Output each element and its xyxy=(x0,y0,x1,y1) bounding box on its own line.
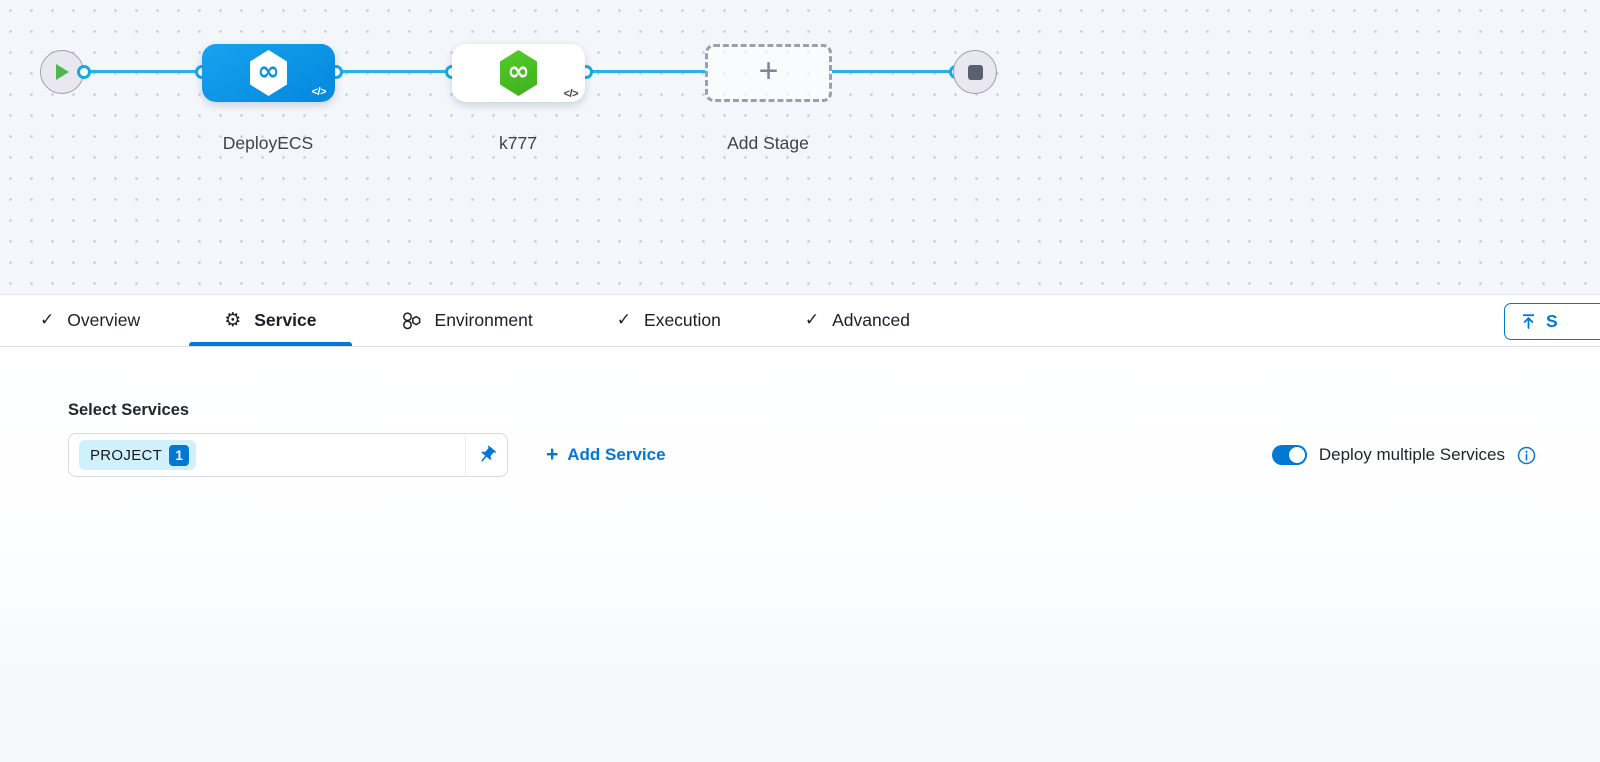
check-icon: ✓ xyxy=(804,310,820,330)
pipeline-canvas[interactable]: ∞ </> ∞ </> + DeployECS k777 Add Stage xyxy=(0,0,1600,295)
select-services-label: Select Services xyxy=(68,401,190,419)
service-tab-panel: Select Services PROJECT 1 + Add Service xyxy=(0,347,1600,762)
connector-port xyxy=(77,65,91,79)
connector-line xyxy=(336,70,452,73)
tab-service[interactable]: ⚙ Service xyxy=(189,295,352,346)
save-button[interactable]: S xyxy=(1504,303,1600,340)
plus-icon: + xyxy=(758,52,779,90)
play-icon xyxy=(56,64,69,80)
tab-label: Advanced xyxy=(832,310,910,330)
stage-config-tabbar: ✓ Overview ⚙ Service Environment ✓ Execu… xyxy=(0,295,1600,347)
tab-label: Environment xyxy=(434,310,533,330)
save-button-label: S xyxy=(1546,311,1558,331)
stage-label: k777 xyxy=(499,133,537,153)
info-icon[interactable] xyxy=(1517,446,1536,465)
services-multiselect-input[interactable]: PROJECT 1 xyxy=(68,433,508,477)
gear-icon: ⚙ xyxy=(224,309,242,331)
toggle-knob xyxy=(1288,447,1305,463)
tab-advanced[interactable]: ✓ Advanced xyxy=(805,295,910,346)
chip-count-badge: 1 xyxy=(169,444,190,466)
pin-runtime-input-button[interactable] xyxy=(465,434,507,476)
environment-icon xyxy=(402,312,420,330)
connector-line xyxy=(832,70,956,73)
stage-label: Add Stage xyxy=(727,133,809,153)
tab-label: Overview xyxy=(67,310,141,330)
stop-icon xyxy=(967,64,983,80)
stage-node-k777[interactable]: ∞ </> xyxy=(452,44,585,102)
chip-label: PROJECT xyxy=(90,446,163,464)
upload-icon xyxy=(1523,314,1534,329)
pipeline-start-node[interactable] xyxy=(40,50,84,94)
tab-overview[interactable]: ✓ Overview xyxy=(40,295,140,346)
tab-label: Execution xyxy=(644,310,721,330)
code-icon: </> xyxy=(563,88,579,100)
tab-environment[interactable]: Environment xyxy=(401,295,533,346)
project-services-chip[interactable]: PROJECT 1 xyxy=(79,440,197,470)
pin-icon xyxy=(480,445,496,462)
connector-line xyxy=(586,70,705,73)
check-icon: ✓ xyxy=(40,310,55,330)
tab-label: Service xyxy=(254,310,317,330)
code-icon: </> xyxy=(311,86,327,98)
stage-node-deployecs[interactable]: ∞ </> xyxy=(202,44,335,102)
stage-label: DeployECS xyxy=(222,133,314,153)
check-icon: ✓ xyxy=(616,310,632,330)
deploy-multiple-services-toggle[interactable] xyxy=(1271,445,1307,465)
harness-logo-icon: ∞ xyxy=(250,50,287,96)
deploy-multiple-services-label: Deploy multiple Services xyxy=(1318,445,1505,464)
add-stage-button[interactable]: + xyxy=(705,44,832,102)
pipeline-end-node[interactable] xyxy=(953,50,997,94)
harness-logo-icon: ∞ xyxy=(500,50,537,96)
connector-line xyxy=(84,70,202,73)
add-service-button[interactable]: + Add Service xyxy=(546,442,666,466)
tab-execution[interactable]: ✓ Execution xyxy=(617,295,721,346)
plus-icon: + xyxy=(546,442,559,466)
add-service-label: Add Service xyxy=(567,445,666,464)
